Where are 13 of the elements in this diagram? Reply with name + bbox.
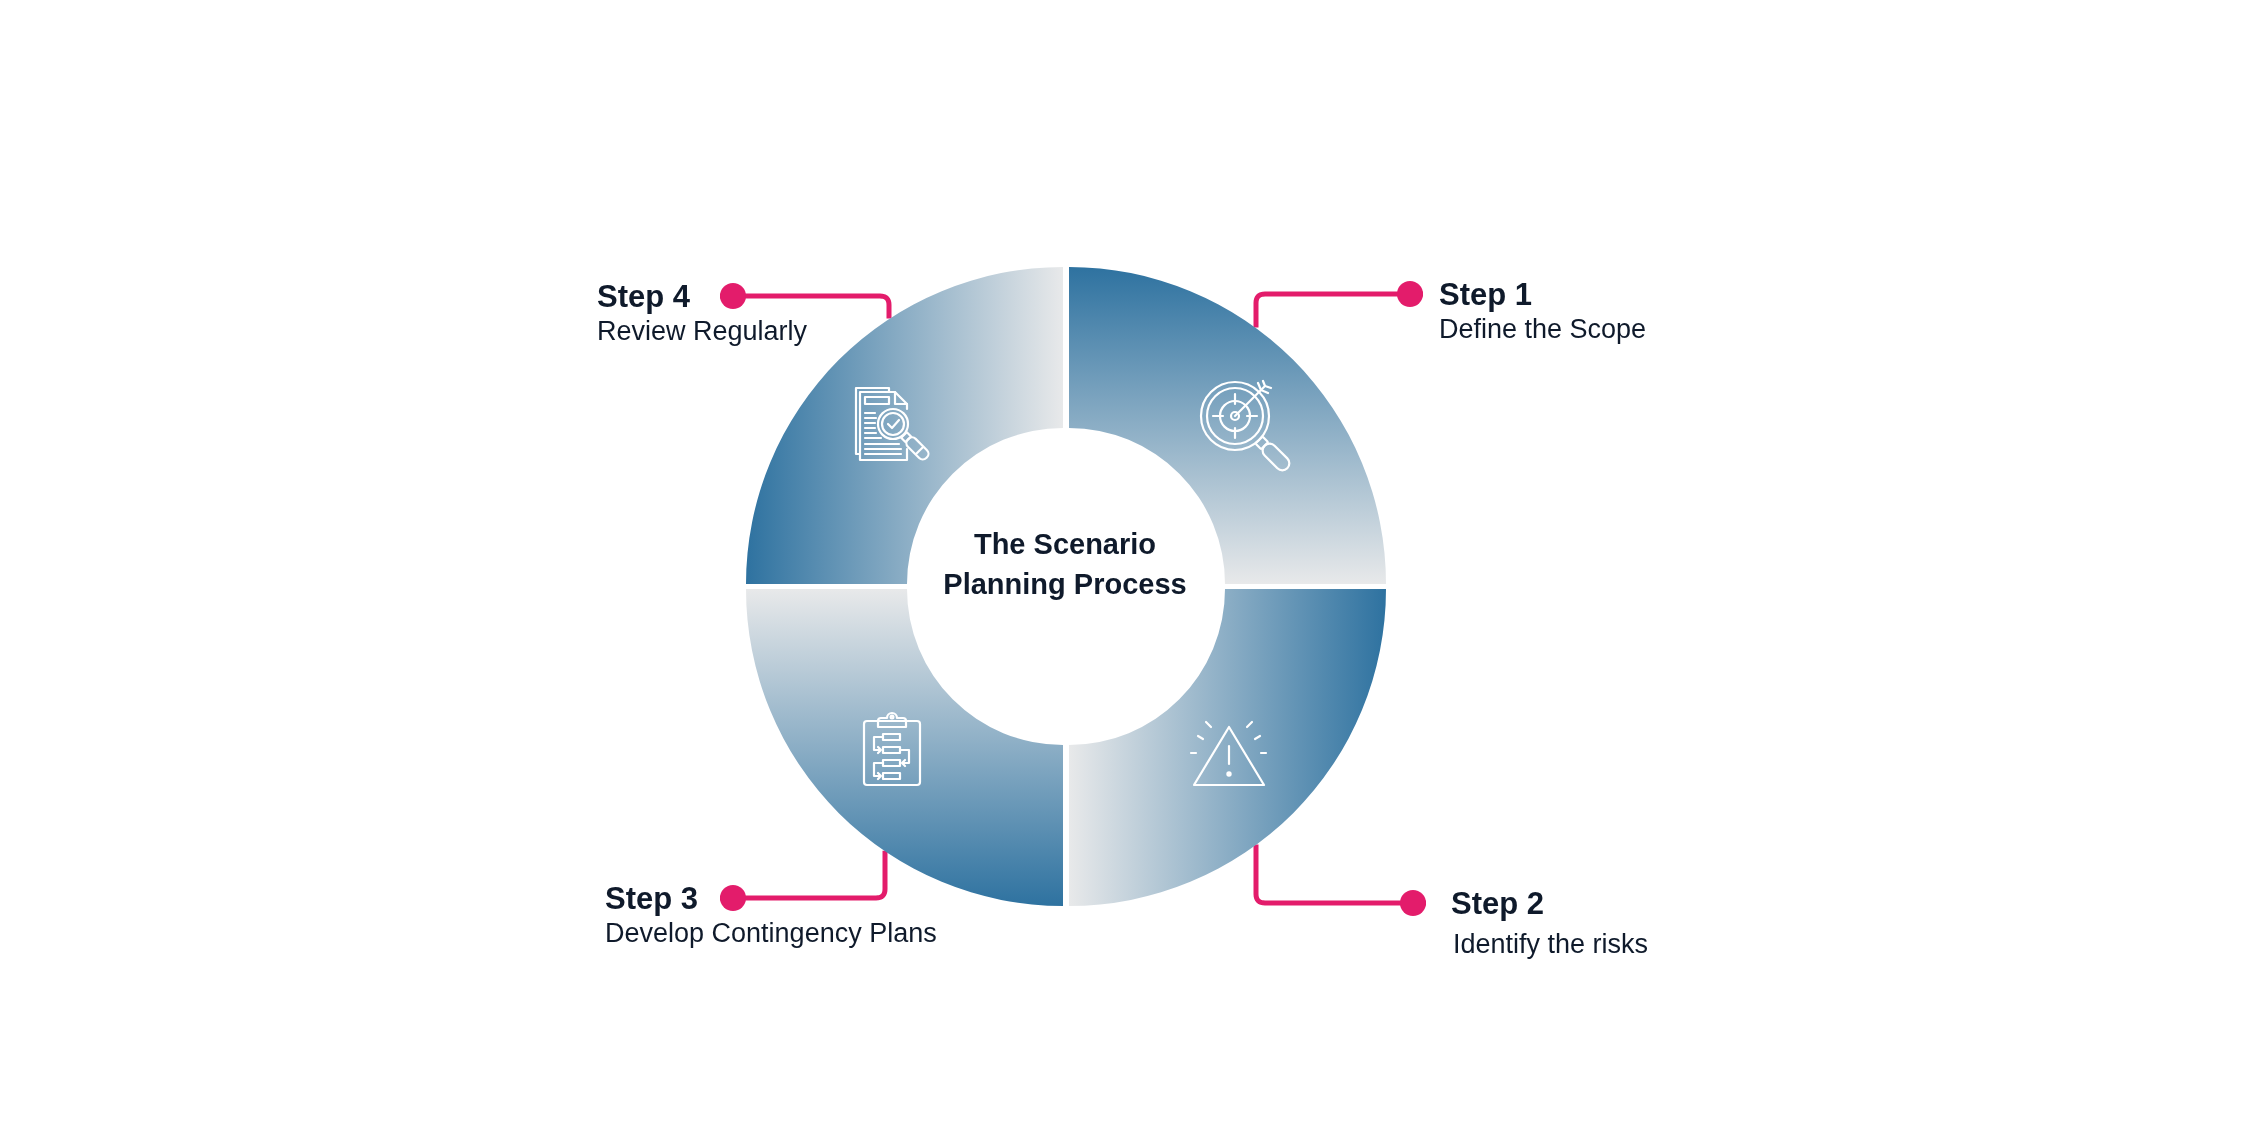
step-description: Define the Scope <box>1439 313 1647 345</box>
step-description: Review Regularly <box>597 315 808 347</box>
leader-line <box>1253 281 1423 328</box>
step-heading: Step 4 <box>597 279 720 315</box>
leader-line <box>720 283 892 319</box>
step-heading: Step 3 <box>605 881 720 917</box>
leader-line <box>720 850 888 911</box>
step-heading: Step 1 <box>1423 277 1533 313</box>
step-description: Develop Contingency Plans <box>605 917 937 949</box>
step-description: Identify the risks <box>1453 928 1649 960</box>
step-heading: Step 2 <box>1426 886 1545 922</box>
leader-line <box>1253 844 1426 916</box>
diagram-title: The Scenario Planning Process <box>942 527 1188 602</box>
